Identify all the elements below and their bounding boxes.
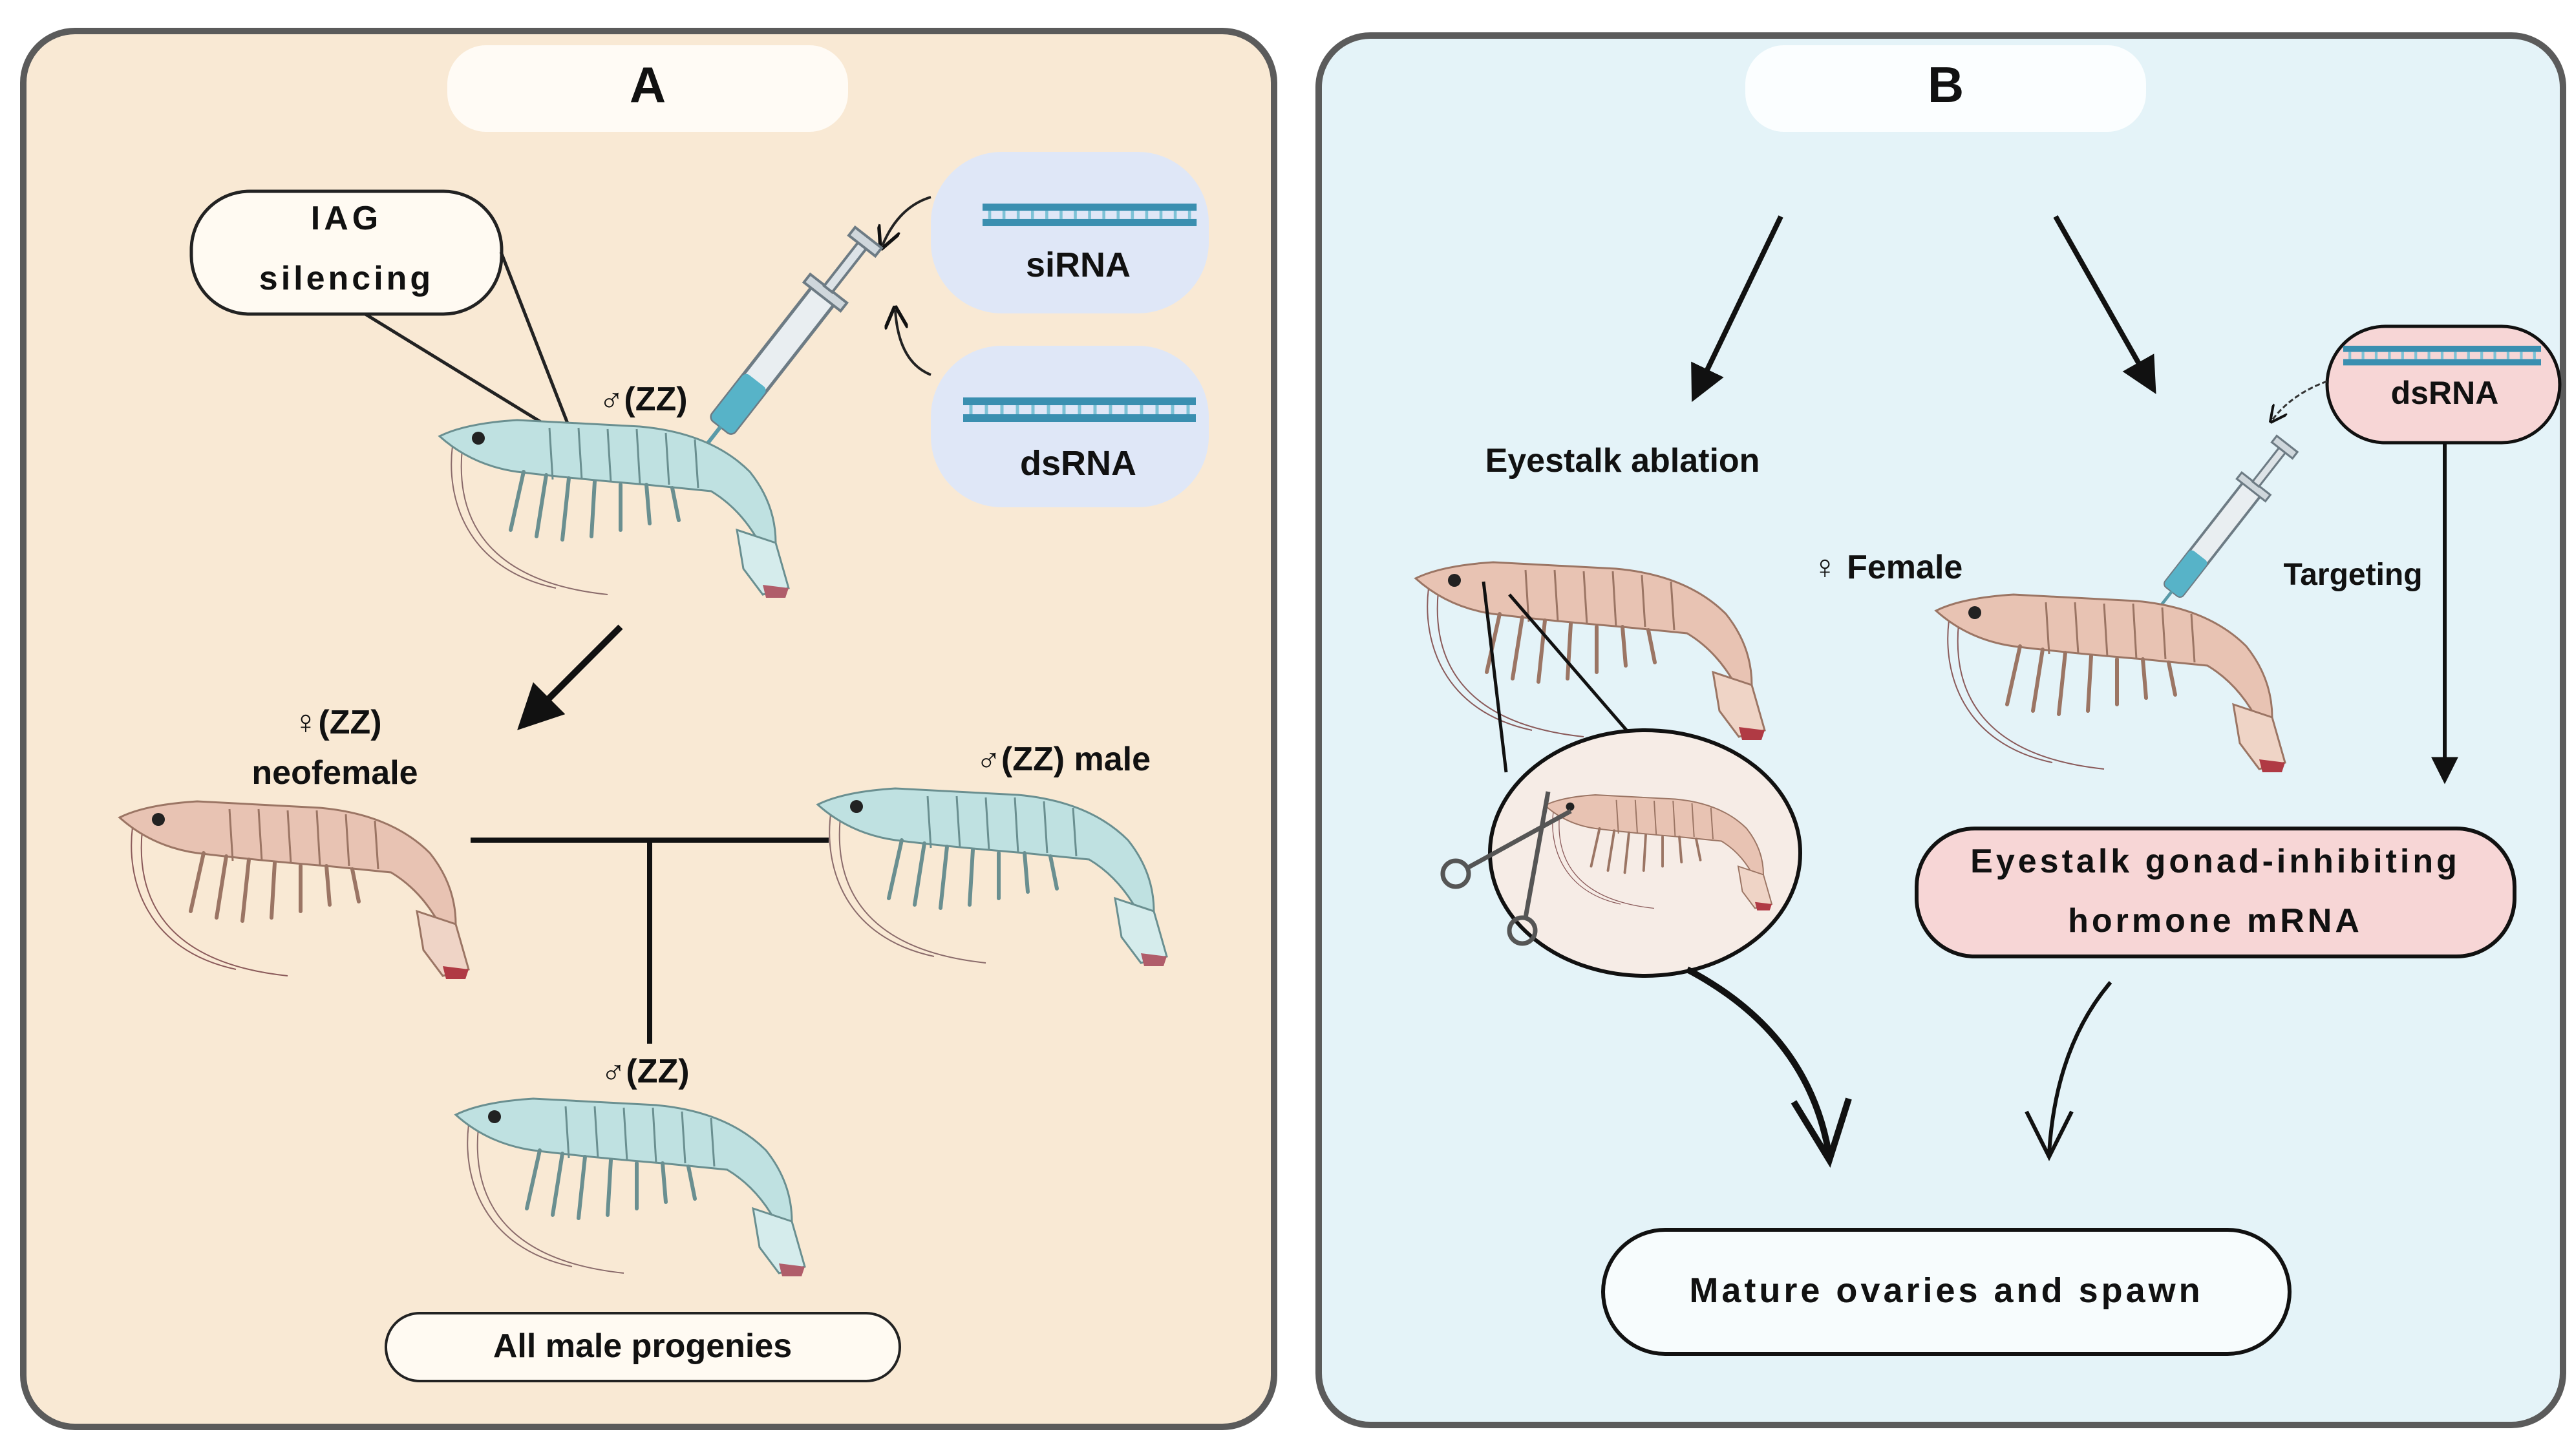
- sirna-bubble: siRNA: [931, 152, 1209, 313]
- neofemale-label-2: neofemale: [251, 754, 418, 792]
- sirna-label: siRNA: [1026, 246, 1131, 284]
- neofemale-label-1: ♀(ZZ): [293, 704, 381, 741]
- iag-label-line2: silencing: [259, 260, 434, 297]
- dsrna-pink-bubble: dsRNA: [2325, 324, 2562, 445]
- hormone-mrna-box: [1915, 827, 2516, 958]
- scissors-icon: [1440, 791, 1572, 946]
- panel-a-letter: A: [630, 56, 666, 113]
- progeny-symbol: ♂(ZZ): [601, 1053, 689, 1090]
- dsrna-label: dsRNA: [1020, 444, 1136, 483]
- iag-label-line1: IAG: [311, 200, 382, 237]
- female-label: ♀ Female: [1813, 549, 1963, 586]
- male-top-label: ♂(ZZ): [599, 381, 687, 418]
- panel-a: A IAG silencing siRNA dsRNA ♂(ZZ) ♀(ZZ) …: [20, 28, 1277, 1430]
- mature-ovaries-box: [1601, 1228, 2292, 1356]
- hormone-label-2: hormone mRNA: [2068, 902, 2363, 940]
- male-right-label: ♂(ZZ) male: [976, 741, 1151, 778]
- hormone-label-1: Eyestalk gonad-inhibiting: [1970, 843, 2460, 880]
- panel-b: B Eyestalk ablation ♀ Female dsRNA: [1315, 32, 2566, 1428]
- targeting-label: Targeting: [2283, 558, 2422, 592]
- eyestalk-ablation-label: Eyestalk ablation: [1485, 442, 1760, 480]
- mature-ovaries-label: Mature ovaries and spawn: [1689, 1271, 2203, 1310]
- dsrna-b-label: dsRNA: [2391, 375, 2499, 411]
- panel-b-letter: B: [1928, 56, 1964, 113]
- all-male-progenies-label: All male progenies: [493, 1327, 792, 1365]
- dsrna-bubble: dsRNA: [931, 346, 1209, 507]
- all-male-progenies-box: [385, 1312, 901, 1382]
